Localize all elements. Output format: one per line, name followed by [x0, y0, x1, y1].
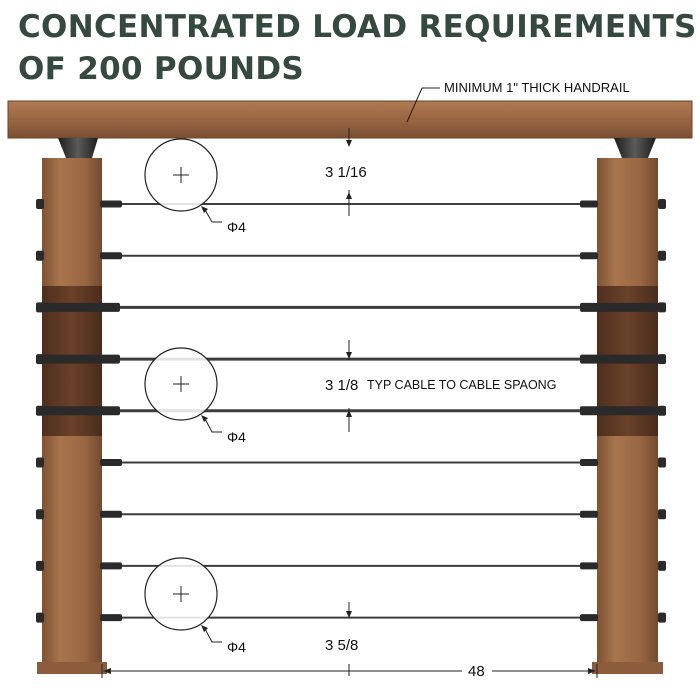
sphere-3-diameter: Φ4 [227, 639, 246, 655]
cable-7 [36, 509, 666, 520]
sphere-1-diameter: Φ4 [227, 219, 246, 235]
bottom-spacing-dimension [346, 602, 352, 676]
handrail-label: MINIMUM 1" THICK HANDRAIL [444, 80, 630, 95]
cable-spacing-label: 3 1/8 [325, 377, 358, 394]
cable-9 [36, 612, 666, 623]
test-sphere-2 [144, 347, 222, 433]
cable-1 [36, 199, 666, 209]
cable-spacing-dimension [346, 340, 352, 432]
post-span-label: 48 [468, 663, 485, 680]
test-sphere-3 [144, 557, 222, 643]
left-post-bracket [58, 138, 98, 158]
cable-2 [36, 250, 666, 261]
cable-5 [36, 405, 666, 416]
cable-8 [36, 560, 666, 571]
cable-spacing-note: TYP CABLE TO CABLE SPAONG [367, 378, 556, 392]
title-line-1: CONCENTRATED LOAD REQUIREMENTS [18, 9, 697, 45]
handrail-leader [406, 87, 423, 123]
title-line-2: OF 200 POUNDS [18, 51, 304, 87]
top-spacing-label: 3 1/16 [325, 164, 367, 181]
handrail [7, 100, 693, 139]
right-post-bracket [614, 138, 656, 158]
cable-6 [36, 457, 666, 468]
cable-group [36, 199, 666, 623]
sphere-2-diameter: Φ4 [227, 429, 246, 445]
top-spacing-dimension [346, 128, 352, 216]
post-span-dimension [101, 664, 598, 678]
page-title: CONCENTRATED LOAD REQUIREMENTS OF 200 PO… [18, 6, 698, 90]
cable-4 [36, 354, 666, 365]
test-sphere-1 [144, 138, 222, 223]
bottom-spacing-label: 3 5/8 [325, 637, 358, 654]
right-post [592, 158, 663, 674]
left-post [37, 158, 107, 674]
cable-3 [36, 302, 666, 313]
